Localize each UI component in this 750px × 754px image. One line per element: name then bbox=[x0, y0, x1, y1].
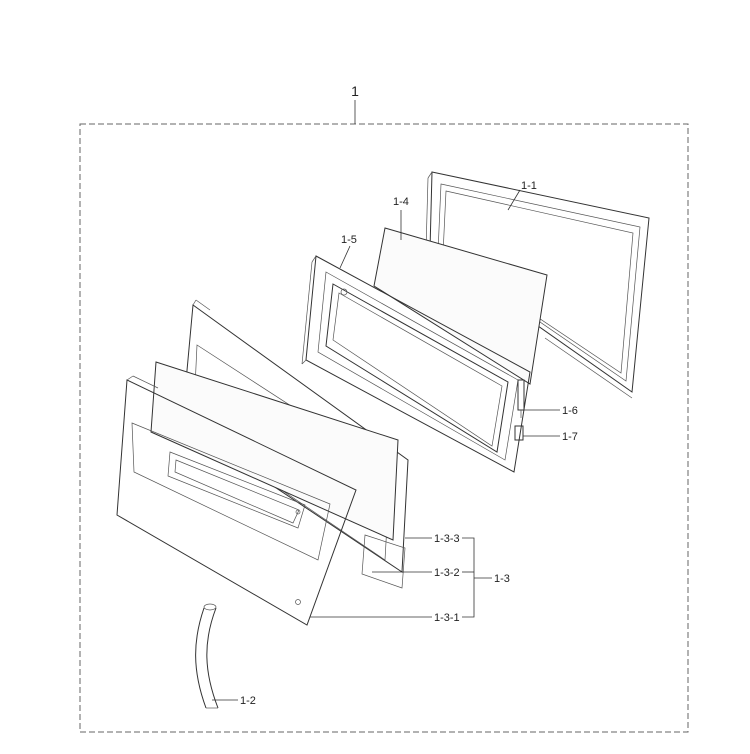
part-latch-2 bbox=[514, 425, 524, 441]
label-door-frame: 1-1 bbox=[521, 180, 537, 192]
leader-door-choke bbox=[339, 245, 351, 269]
part-latch bbox=[517, 379, 525, 418]
label-latch-1: 1-6 bbox=[562, 405, 578, 417]
bracket-door-panel-assy bbox=[462, 537, 475, 618]
label-panel-part-2: 1-3-2 bbox=[434, 567, 460, 579]
label-panel-part-1: 1-3-1 bbox=[434, 612, 460, 624]
part-door-choke bbox=[301, 255, 531, 473]
assembly-boundary bbox=[79, 123, 689, 733]
label-door-panel-assy: 1-3 bbox=[494, 573, 510, 585]
leader-door-frame bbox=[507, 189, 521, 211]
part-door-glass bbox=[373, 227, 548, 385]
label-choke-cover: 1-2 bbox=[240, 695, 256, 707]
label-panel-part-3: 1-3-3 bbox=[434, 533, 460, 545]
label-assembly: 1 bbox=[351, 83, 359, 99]
label-door-glass: 1-4 bbox=[393, 196, 409, 208]
part-door-panel-front bbox=[116, 375, 357, 626]
part-door-frame bbox=[425, 171, 650, 399]
part-choke-cover bbox=[195, 603, 219, 709]
label-door-choke: 1-5 bbox=[341, 234, 357, 246]
label-latch-2: 1-7 bbox=[562, 431, 578, 443]
